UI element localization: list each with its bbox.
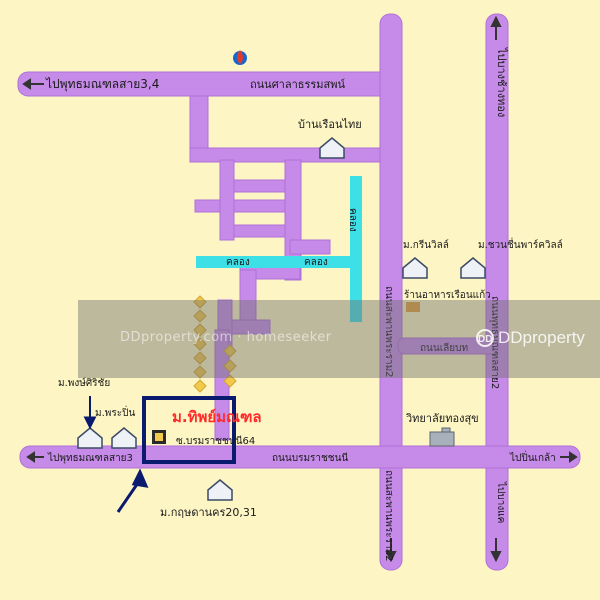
label-right-top-arrow: ไปบางช้างทอง	[495, 47, 508, 117]
label-road-vertical-right: ถนนพุทธมณฑลสาย2	[489, 296, 500, 389]
label-village-phong: ม.พงษ์ศิริชัย	[58, 377, 110, 389]
label-canal-vertical: คลอง	[347, 208, 358, 232]
label-village-phra: ม.พระปิ่น	[95, 405, 135, 419]
label-top-road: ถนนศาลาธรรมสพน์	[250, 78, 346, 91]
canal-network	[196, 176, 362, 322]
label-village-green: ม.กรีนวิลล์	[403, 239, 449, 251]
label-village-krit: ม.กฤษดานคร20,31	[160, 506, 257, 519]
label-right-bottom-arrow: ไปปิ่นเกล้า	[509, 450, 556, 464]
building-icon	[429, 427, 455, 447]
label-canal-left: คลอง	[226, 257, 250, 268]
arrow-icon	[83, 396, 149, 513]
label-top-left-arrow: ไปพุทธมณฑลสาย3,4	[45, 77, 159, 92]
ddproperty-logo-icon: DD	[476, 329, 494, 347]
label-college: วิทยาลัยทองสุข	[405, 412, 479, 425]
restaurant-icon	[406, 302, 420, 312]
road-mid-horizontal	[397, 337, 499, 355]
label-canal-right: คลอง	[304, 257, 328, 268]
label-restaurant: ร้านอาหารเรือนแก้ว	[404, 289, 491, 301]
watermark-right-text: DDproperty	[498, 328, 585, 347]
label-right-bottom-vertical: ไปบางแค	[495, 481, 507, 523]
label-bottom-left-arrow: ไปพุทธมณฑลสาย3	[47, 452, 133, 464]
label-project-name: ม.ทิพย์มณฑล	[172, 408, 262, 426]
label-road-vertical-mid: ถนนสะพานพระราม2	[383, 286, 394, 378]
watermark-banner	[78, 300, 600, 378]
watermark-left: DDproperty.com · homeseeker	[120, 330, 332, 345]
project-highlight-box	[142, 396, 236, 464]
house-icon	[77, 137, 486, 501]
road-vertical-right	[485, 13, 509, 571]
road-vertical-mid	[379, 13, 403, 571]
direction-arrows	[22, 15, 578, 563]
label-vertical-left-bottom: ถนนสะพานพระราม2	[383, 470, 394, 562]
label-soi: ซ.บรมราชชนนี64	[176, 435, 255, 447]
watermark-right: DD DDproperty	[476, 328, 585, 348]
property-icon	[152, 430, 166, 444]
label-bottom-road: ถนนบรมราชชนนี	[272, 452, 348, 464]
label-road-mid: ถนนเลียบท	[420, 342, 468, 354]
label-ban-ruean-thai: บ้านเรือนไทย	[298, 118, 362, 131]
label-village-chuan: ม.ชวนชื่นพาร์ควิลล์	[478, 237, 563, 251]
gold-markers	[193, 295, 237, 393]
gas-station-icon	[233, 50, 247, 65]
